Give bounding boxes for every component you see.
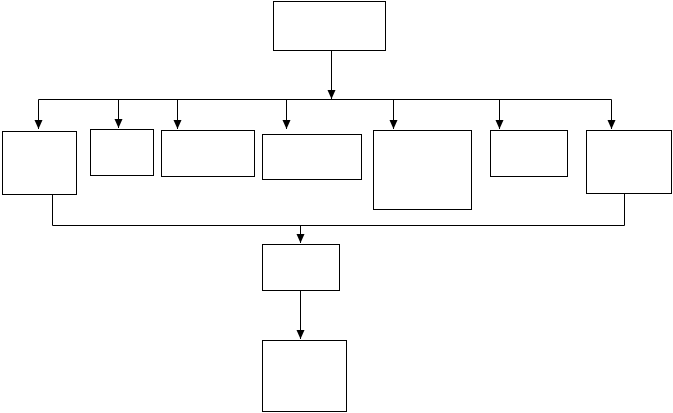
- edges-layer: [34, 51, 625, 339]
- node-branch-7: [586, 130, 672, 194]
- node-box: [273, 1, 386, 51]
- node-merge: [262, 244, 340, 291]
- node-box: [262, 244, 340, 291]
- node-box: [2, 131, 77, 195]
- arrowhead-bottom: [296, 330, 305, 339]
- node-box: [373, 130, 472, 210]
- node-branch-6: [490, 130, 568, 177]
- arrowhead-branch-5: [389, 120, 398, 129]
- node-branch-1: [2, 131, 77, 195]
- node-box: [90, 129, 154, 176]
- node-branch-5: [373, 130, 472, 210]
- node-box: [262, 134, 362, 180]
- node-box: [262, 340, 347, 412]
- node-branch-4: [262, 134, 362, 180]
- node-box: [586, 130, 672, 194]
- arrowhead-branch-4: [282, 120, 291, 129]
- node-top: [273, 1, 386, 51]
- node-box: [490, 130, 568, 177]
- arrowhead-merge: [296, 234, 305, 243]
- arrowhead-branch-1: [34, 120, 43, 129]
- arrowhead-branch-2: [114, 119, 123, 128]
- node-bottom: [262, 340, 347, 412]
- node-box: [161, 130, 255, 177]
- arrowhead-branch-3: [173, 120, 182, 129]
- arrowhead-branch-7: [607, 120, 616, 129]
- node-branch-3: [161, 130, 255, 177]
- arrowhead-top-stem: [327, 90, 336, 99]
- node-branch-2: [90, 129, 154, 176]
- arrowhead-branch-6: [495, 120, 504, 129]
